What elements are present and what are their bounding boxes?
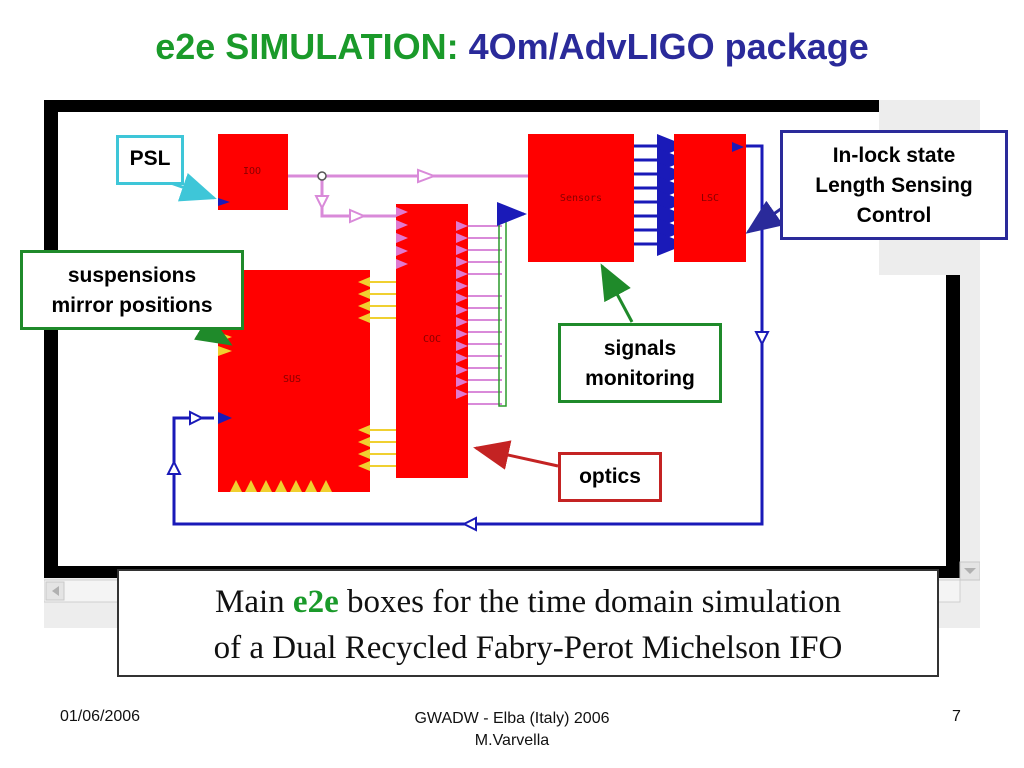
sus-output-port [358,437,370,447]
ioo-arrow-2 [314,195,330,211]
psl-label: PSL [129,147,171,170]
coc-output-port [456,329,468,339]
footer-event: GWADW - Elba (Italy) 2006 M.Varvella [362,708,662,752]
loop-arrow-down [754,331,770,347]
loop-arrow-right [189,410,205,426]
coc-output-port [456,257,468,267]
optics-callout: optics [558,452,662,502]
ioo-arrow-1 [417,168,437,184]
loop-arrow-up [166,459,182,475]
footer-date: 01/06/2006 [60,708,141,725]
coc-output-port [456,221,468,231]
sus-output-port [358,277,370,287]
block-coc-label: COC [423,334,441,345]
signals-line-1: signals [603,337,677,360]
footer-event-line-1: GWADW - Elba (Italy) 2006 [414,710,610,727]
caption-box: Main e2e boxes for the time domain simul… [117,569,939,677]
in-lock-line-3: Control [856,204,932,227]
optics-pointer [473,440,559,470]
ioo-output-wires [288,174,528,218]
suspensions-line-1: suspensions [67,264,197,287]
coc-output-port [456,269,468,279]
signals-line-2: monitoring [585,367,695,390]
coc-output-port [456,317,468,327]
suspensions-line-2: mirror positions [51,294,213,317]
title-part2: 4Om/AdvLIGO package [468,26,869,67]
coc-input-port [396,233,408,243]
caption-before: Main [215,584,293,620]
in-lock-line-2: Length Sensing [815,174,973,197]
coc-output-port [456,377,468,387]
loop-arrow-left [461,516,477,532]
signals-pointer [600,263,634,323]
sus-bottom-port [290,480,302,492]
sus-output-port [358,449,370,459]
suspensions-callout: suspensions mirror positions [20,250,244,330]
coc-input-port [396,207,408,217]
ioo-junction [317,171,327,181]
sus-bottom-port [245,480,257,492]
coc-output-port [456,245,468,255]
coc-output-port [456,341,468,351]
optics-label: optics [579,465,641,488]
footer-page-number: 7 [952,708,961,725]
block-sensors: Sensors [528,134,634,262]
caption-line-1: Main e2e boxes for the time domain simul… [119,579,937,625]
window-black-edge [946,275,960,578]
coc-output-port [456,365,468,375]
coc-output-port [456,389,468,399]
title-part1: e2e SIMULATION: [155,26,459,67]
sus-output-port [358,289,370,299]
block-sensors-label: Sensors [560,193,602,204]
coc-input-port [396,259,408,269]
block-sus-label: SUS [283,374,301,385]
ioo-arrow-3 [349,208,367,224]
sus-bottom-port [275,480,287,492]
signals-callout: signals monitoring [558,323,722,403]
in-lock-callout: In-lock state Length Sensing Control [780,130,1008,240]
sus-bottom-port [260,480,272,492]
sus-output-port [358,301,370,311]
coc-input-port [396,220,408,230]
sus-bottom-port [320,480,332,492]
block-ioo-label: IOO [243,166,261,177]
coc-output-port [456,281,468,291]
coc-output-port [456,293,468,303]
coc-output-port [456,233,468,243]
sus-output-port [358,313,370,323]
coc-input-port [396,246,408,256]
block-ioo: IOO [218,134,288,210]
scroll-down-arrow-icon [964,568,976,574]
block-coc: COC [396,204,468,478]
coc-output-port [456,305,468,315]
caption-line-2: of a Dual Recycled Fabry-Perot Michelson… [213,630,843,666]
psl-callout: PSL [116,135,184,185]
coc-output-port [456,353,468,363]
caption-after: boxes for the time domain simulation [338,584,841,620]
slide-title: e2e SIMULATION: 4Om/AdvLIGO package [0,26,1024,68]
scroll-left-arrow-icon [52,586,59,596]
sus-output-port [358,425,370,435]
sus-bottom-port [230,480,242,492]
coc-sensors-wires [468,225,502,405]
sus-bottom-port [305,480,317,492]
sus-coc-wires [370,281,396,467]
in-lock-line-1: In-lock state [832,144,956,167]
caption-highlight: e2e [292,584,339,620]
footer-event-line-2: M.Varvella [474,732,550,749]
block-lsc: LSC [674,134,746,262]
sus-output-port [358,461,370,471]
block-lsc-label: LSC [701,193,719,204]
